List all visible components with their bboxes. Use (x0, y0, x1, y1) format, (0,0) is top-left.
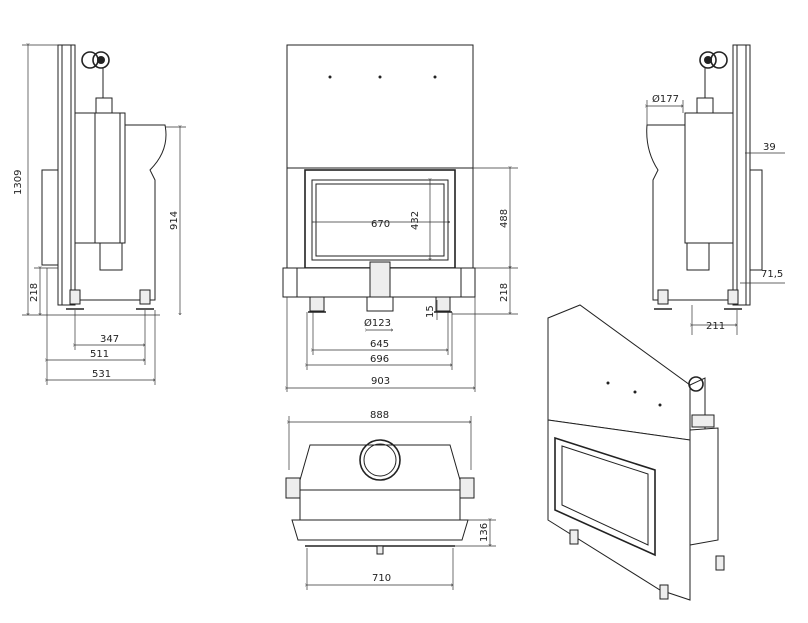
front-view (282, 44, 476, 313)
top-dimensions: 888 136 710 (289, 410, 496, 590)
dim-888: 888 (370, 410, 389, 421)
dim-511: 511 (90, 349, 109, 360)
dim-39: 39 (763, 142, 776, 153)
left-side-dimensions: 1309 218 914 347 511 531 (13, 45, 186, 385)
flue-collar (359, 439, 401, 481)
dim-488: 488 (499, 209, 510, 228)
isometric-view (547, 304, 725, 601)
dim-432: 432 (410, 211, 421, 230)
dim-914: 914 (169, 211, 180, 230)
dim-903: 903 (371, 376, 390, 387)
left-side-view (41, 44, 167, 310)
top-view (285, 439, 475, 555)
dim-flue-123: Ø123 (364, 317, 391, 329)
dim-211: 211 (706, 321, 725, 332)
dim-531: 531 (92, 369, 111, 380)
dim-218-front: 218 (499, 283, 510, 302)
dim-218-left: 218 (29, 283, 40, 302)
dim-347: 347 (100, 334, 119, 345)
dim-696: 696 (370, 354, 389, 365)
dim-136: 136 (479, 523, 490, 542)
right-dimensions: Ø177 39 71,5 211 (647, 93, 785, 335)
dim-645: 645 (370, 339, 389, 350)
dim-15: 15 (425, 305, 436, 318)
dim-71-5: 71,5 (761, 269, 783, 280)
dim-710: 710 (372, 573, 391, 584)
front-dimensions: 670 432 488 218 15 Ø123 645 696 903 (287, 168, 518, 392)
dim-flue-177: Ø177 (652, 93, 679, 105)
dim-1309: 1309 (13, 170, 24, 195)
right-side-view (646, 44, 763, 310)
dim-670: 670 (371, 219, 390, 230)
